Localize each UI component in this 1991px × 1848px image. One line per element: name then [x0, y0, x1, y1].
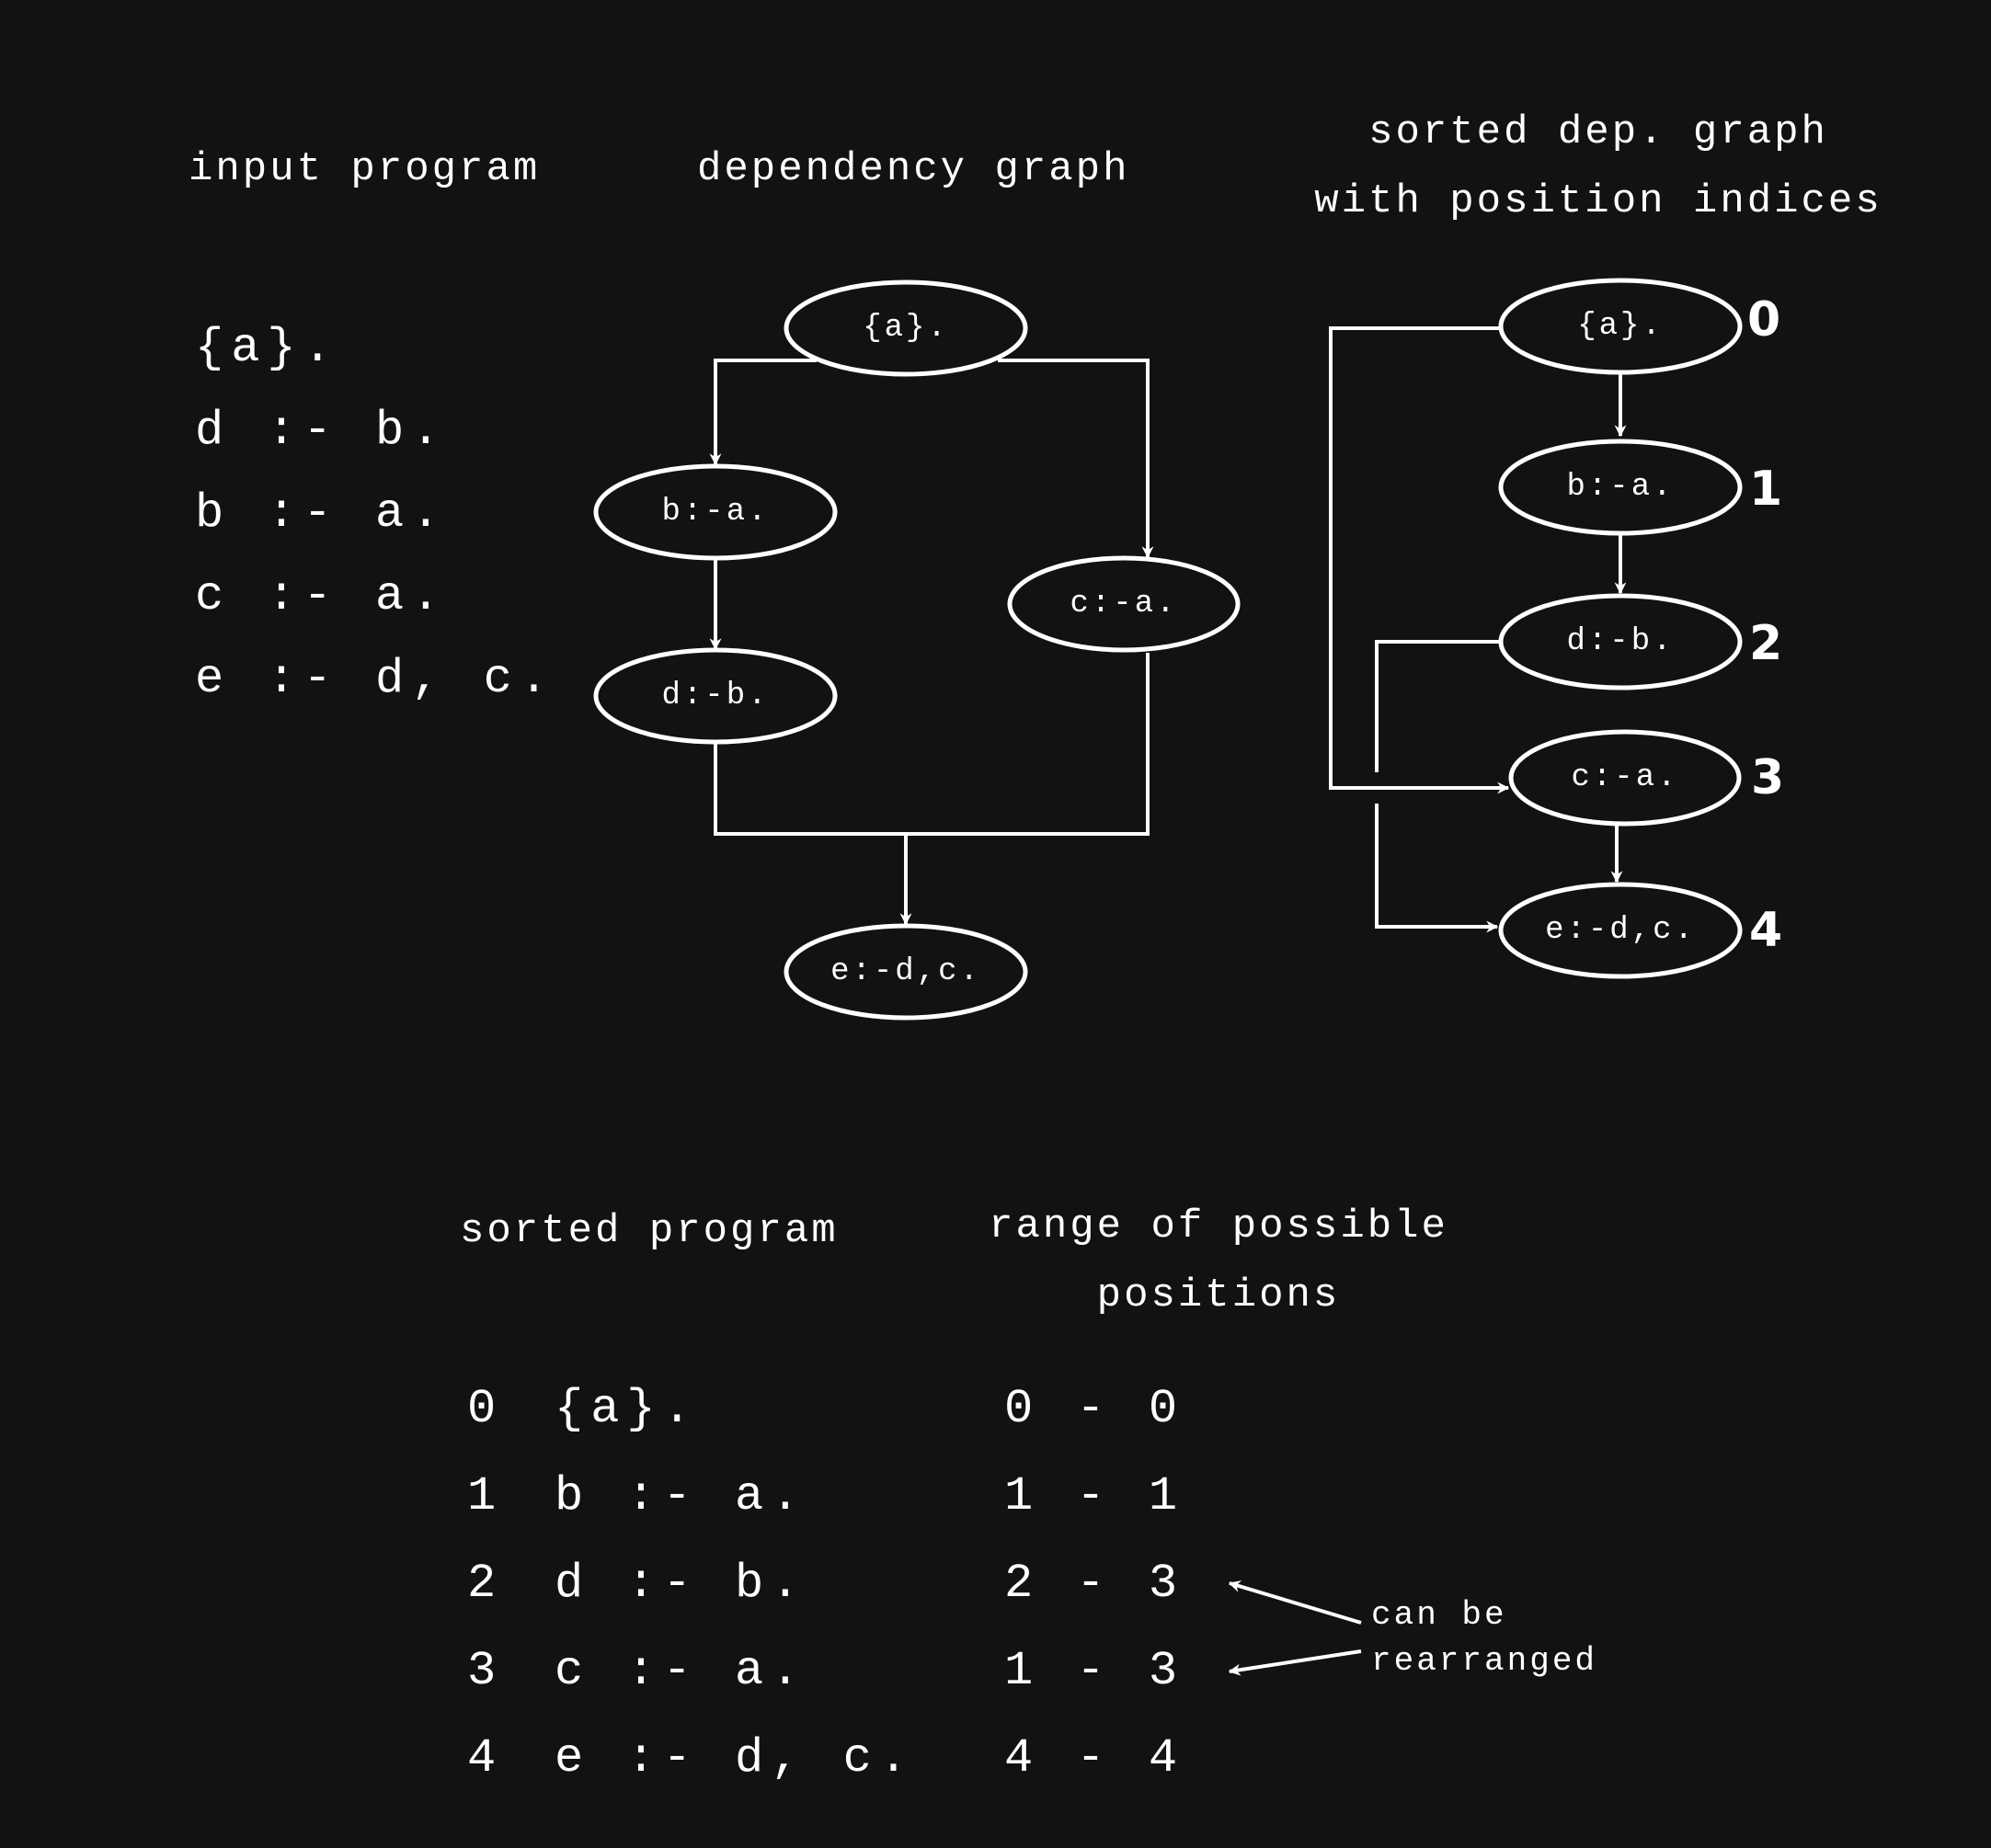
sorted-node-2-index: 2 [1749, 616, 1782, 671]
annotation-arrow-lower [1228, 1649, 1362, 1676]
sorted-edge-2-to-4-lower [1375, 804, 1499, 933]
node-d: d:-b. [593, 647, 838, 745]
table-row: 3 c :- a. 1 - 3 [467, 1644, 1184, 1698]
sorted-node-0: {a}. 0 [1498, 278, 1780, 375]
row-rule: {a}. [555, 1382, 699, 1436]
sorted-node-1: b:-a. 1 [1498, 439, 1782, 536]
sorted-node-0-label: {a}. [1577, 309, 1664, 344]
sorted-program-table: 0 {a}. 0 - 0 1 b :- a. 1 - 1 2 d :- b. 2… [467, 1382, 1184, 1785]
range-heading-line2: positions [1097, 1272, 1341, 1318]
dependency-graph-heading: dependency graph [697, 146, 1129, 192]
sorted-program-heading: sorted program [460, 1208, 839, 1254]
row-position: 4 [467, 1731, 503, 1785]
row-rule: d :- b. [555, 1557, 807, 1611]
annotation-text-line2: rearranged [1371, 1642, 1597, 1680]
sorted-node-3-label: c:-a. [1571, 760, 1678, 795]
rearrange-annotation: can be rearranged [1228, 1580, 1597, 1680]
input-line: b :- a. [195, 486, 447, 541]
node-d-label: d:-b. [661, 679, 769, 713]
sorted-node-4-label: e:-d,c. [1545, 913, 1696, 948]
node-b: b:-a. [593, 463, 838, 561]
table-row: 2 d :- b. 2 - 3 [467, 1557, 1184, 1611]
row-position: 3 [467, 1644, 503, 1698]
sorted-edge-2-to-4-upper [1375, 640, 1501, 772]
sorted-node-1-label: b:-a. [1566, 470, 1674, 505]
sorted-node-2: d:-b. 2 [1498, 593, 1782, 690]
node-c-label: c:-a. [1070, 587, 1177, 622]
edge-a-to-c [998, 359, 1154, 559]
sorted-graph-heading-line2: with position indices [1314, 178, 1882, 224]
dependency-graph: {a}. b:-a. c:-a. d:-b. e:-d,c. [593, 279, 1241, 1021]
sorted-node-4: e:-d,c. 4 [1498, 882, 1782, 979]
row-range: 0 - 0 [1004, 1382, 1184, 1436]
input-line: c :- a. [195, 569, 447, 623]
table-row: 4 e :- d, c. 4 - 4 [467, 1731, 1184, 1785]
input-line: e :- d, c. [195, 652, 555, 706]
row-rule: e :- d, c. [555, 1731, 915, 1785]
node-e-label: e:-d,c. [830, 954, 981, 989]
input-program-listing: {a}. d :- b. b :- a. c :- a. e :- d, c. [195, 321, 555, 706]
input-program-heading: input program [189, 146, 540, 192]
node-a: {a}. [784, 279, 1028, 377]
edge-a-to-b [709, 359, 817, 466]
table-row: 0 {a}. 0 - 0 [467, 1382, 1184, 1436]
annotation-text-line1: can be [1371, 1596, 1507, 1634]
annotation-arrow-upper [1228, 1580, 1362, 1625]
sorted-node-2-label: d:-b. [1566, 624, 1674, 659]
sorted-node-0-index: 0 [1747, 292, 1780, 348]
row-position: 0 [467, 1382, 503, 1436]
node-c: c:-a. [1007, 555, 1241, 653]
row-range: 2 - 3 [1004, 1557, 1184, 1611]
sorted-edge-0-to-3 [1329, 326, 1510, 794]
input-line: {a}. [195, 321, 339, 375]
row-rule: c :- a. [555, 1644, 807, 1698]
edge-d-c-join [714, 653, 1150, 836]
row-position: 2 [467, 1557, 503, 1611]
row-range: 1 - 3 [1004, 1644, 1184, 1698]
node-a-label: {a}. [863, 311, 949, 346]
sorted-node-4-index: 4 [1749, 903, 1782, 958]
sorted-node-1-index: 1 [1749, 462, 1782, 517]
sorted-graph-heading-line1: sorted dep. graph [1368, 109, 1828, 155]
row-range: 4 - 4 [1004, 1731, 1184, 1785]
table-row: 1 b :- a. 1 - 1 [467, 1469, 1184, 1523]
sorted-node-3: c:-a. 3 [1508, 729, 1784, 827]
sorted-graph: {a}. 0 b:-a. 1 d:-b. 2 c:-a. 3 e:-d,c. 4 [1329, 278, 1784, 979]
row-position: 1 [467, 1469, 503, 1523]
input-line: d :- b. [195, 404, 447, 458]
sorted-node-3-index: 3 [1751, 750, 1784, 805]
range-heading-line1: range of possible [989, 1203, 1448, 1249]
row-rule: b :- a. [555, 1469, 807, 1523]
node-b-label: b:-a. [661, 495, 769, 530]
node-e: e:-d,c. [784, 923, 1028, 1021]
row-range: 1 - 1 [1004, 1469, 1184, 1523]
